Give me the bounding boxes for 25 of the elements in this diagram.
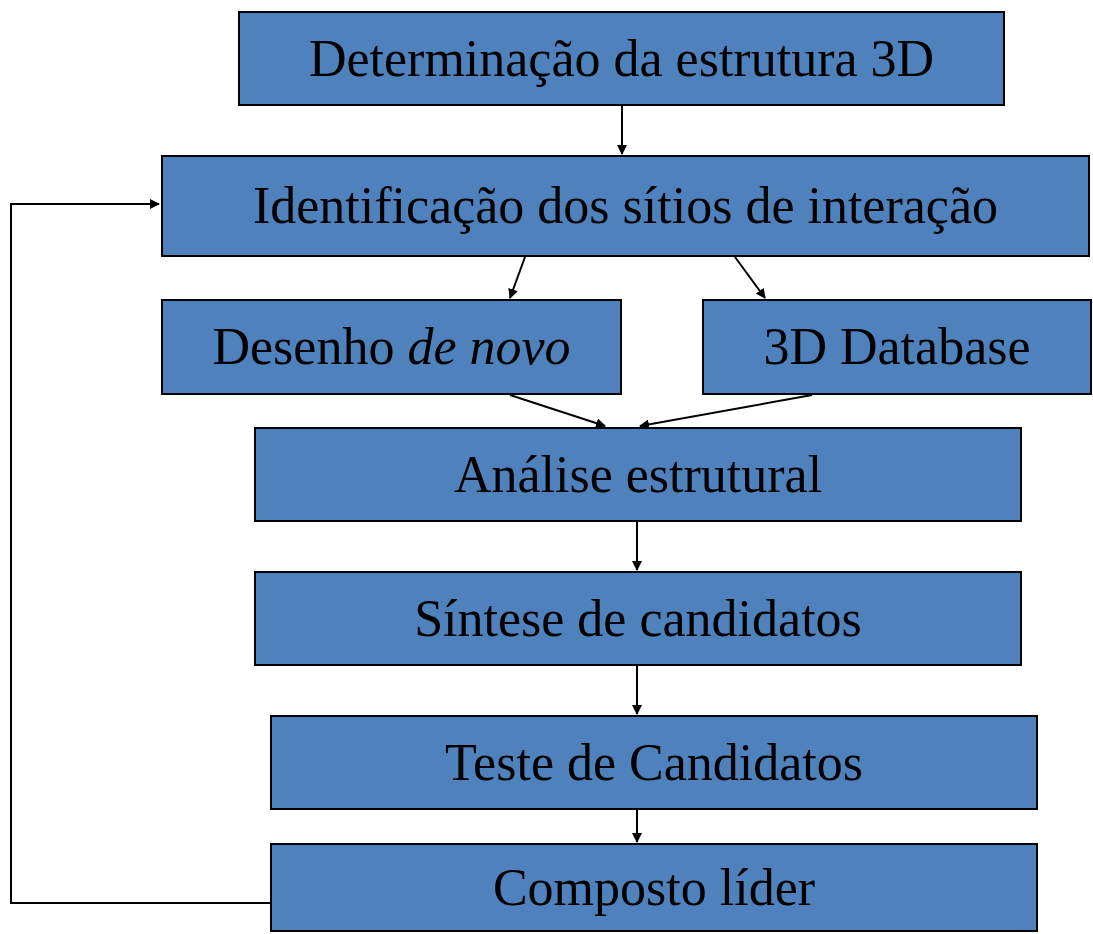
box-label: Teste de Candidatos [445, 736, 863, 789]
arrow [632, 665, 642, 715]
arrow [632, 521, 642, 571]
box-label: 3D Database [763, 321, 1031, 373]
box-label: Análise estrutural [453, 448, 823, 501]
arrow [734, 256, 766, 299]
process-box [238, 11, 1005, 106]
box-label: Desenho de novo [212, 321, 571, 373]
process-box [270, 715, 1038, 810]
box-label: Identificação dos sítios de interação [252, 180, 998, 232]
box-label: Determinação da estrutura 3D [308, 32, 935, 85]
arrow [509, 394, 606, 428]
arrow [508, 256, 526, 299]
arrow [10, 199, 271, 904]
arrow [639, 394, 813, 430]
process-box [161, 299, 622, 395]
process-box [254, 427, 1022, 522]
arrow [617, 105, 627, 155]
process-box [702, 299, 1092, 395]
process-box [254, 571, 1022, 666]
box-label: Composto líder [492, 861, 816, 914]
process-box [161, 155, 1090, 257]
process-box [270, 843, 1038, 932]
box-label: Síntese de candidatos [414, 592, 862, 645]
arrow [632, 809, 642, 843]
